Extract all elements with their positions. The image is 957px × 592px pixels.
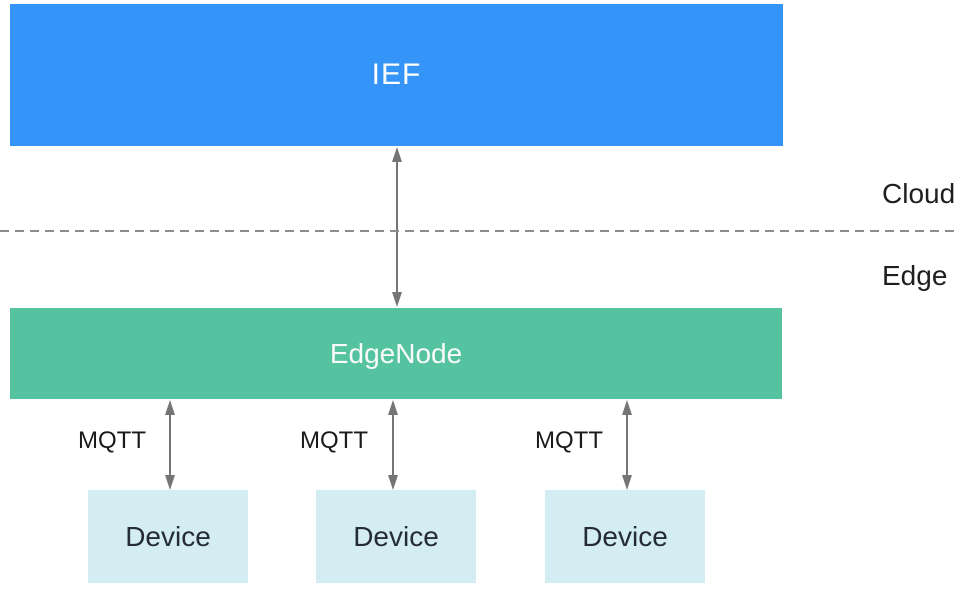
arrowhead-up [165,400,175,415]
arrowhead-up [392,147,402,162]
cloud-edge-divider [0,230,957,232]
arrowhead-up [388,400,398,415]
ief-box-label: IEF [371,58,422,91]
arrowhead-down [165,475,175,490]
arrowhead-up [622,400,632,415]
edgenode-device-arrow-icon [622,400,632,490]
edgenode-device-arrow-icon [388,400,398,490]
device-box-label: Device [353,520,439,552]
arrowhead-down [388,475,398,490]
device-box: Device [545,490,705,583]
edgenode-box-label: EdgeNode [329,337,463,369]
ief-edgenode-arrow-icon [392,147,402,307]
device-box-label: Device [582,520,668,552]
mqtt-label: MQTT [78,427,146,454]
edge-zone-label: Edge [882,260,948,291]
ief-box: IEF [10,4,783,146]
edgenode-box: EdgeNode [10,308,782,399]
mqtt-label: MQTT [535,427,603,454]
arrowhead-down [622,475,632,490]
mqtt-label: MQTT [300,427,368,454]
cloud-zone-label: Cloud [882,178,956,209]
device-box: Device [316,490,476,583]
device-box-label: Device [125,520,211,552]
device-box: Device [88,490,248,583]
arrowhead-down [392,292,402,307]
edgenode-device-arrow-icon [165,400,175,490]
